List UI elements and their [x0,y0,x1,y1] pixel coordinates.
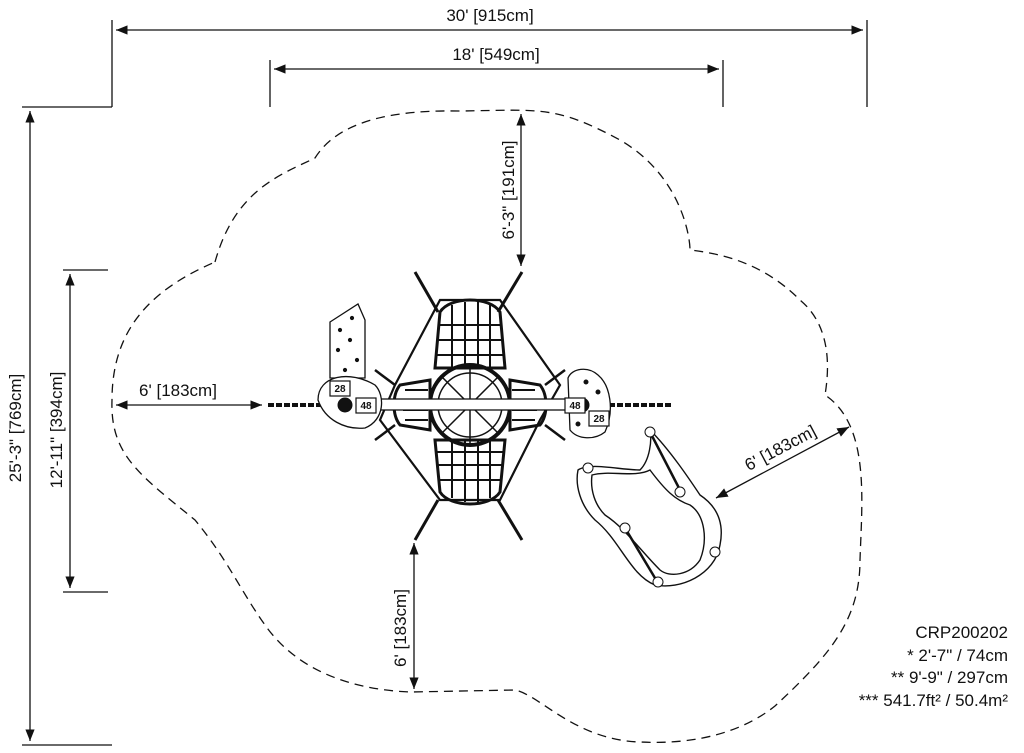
svg-text:28: 28 [593,414,605,425]
structure-depth-dimension: 12'-11" [394cm] [47,269,108,593]
structure-width-label: 18' [549cm] [452,45,539,64]
overall-width-dimension: 30' [915cm] [111,6,868,107]
overall-depth-dimension: 25'-3" [769cm] [6,106,112,746]
deck-tag-right-lower: 28 [588,410,610,427]
deck-tag-left-upper: 28 [329,380,351,397]
use-zone-boundary [111,109,863,744]
top-clearance-dimension: 6'-3" [191cm] [499,114,526,266]
top-clearance-label: 6'-3" [191cm] [499,140,518,239]
wave-slide [576,426,722,588]
legend-area: *** 541.7ft² / 50.4m² [858,690,1008,710]
overall-depth-label: 25'-3" [769cm] [6,374,25,483]
left-clearance-dimension: 6' [183cm] [116,381,262,410]
legend-fall-height: * 2'-7" / 74cm [907,645,1008,665]
overall-width-label: 30' [915cm] [446,6,533,25]
slide-clearance-dimension: 6' [183cm] [715,421,850,499]
left-clearance-label: 6' [183cm] [139,381,217,400]
svg-text:48: 48 [360,401,372,412]
svg-text:28: 28 [334,384,346,395]
bottom-clearance-label: 6' [183cm] [391,589,410,667]
slide-clearance-label: 6' [183cm] [742,421,820,474]
structure-width-dimension: 18' [549cm] [269,45,724,107]
deck-tag-right-upper: 48 [564,397,586,414]
bottom-clearance-dimension: 6' [183cm] [391,543,419,689]
legend-max-height: ** 9'-9" / 297cm [891,668,1008,687]
model-number: CRP200202 [915,623,1008,642]
legend-block: CRP200202 * 2'-7" / 74cm ** 9'-9" / 297c… [859,622,1008,712]
svg-text:48: 48 [569,401,581,412]
structure-depth-label: 12'-11" [394cm] [47,372,66,489]
deck-tag-left-lower: 48 [355,397,377,414]
